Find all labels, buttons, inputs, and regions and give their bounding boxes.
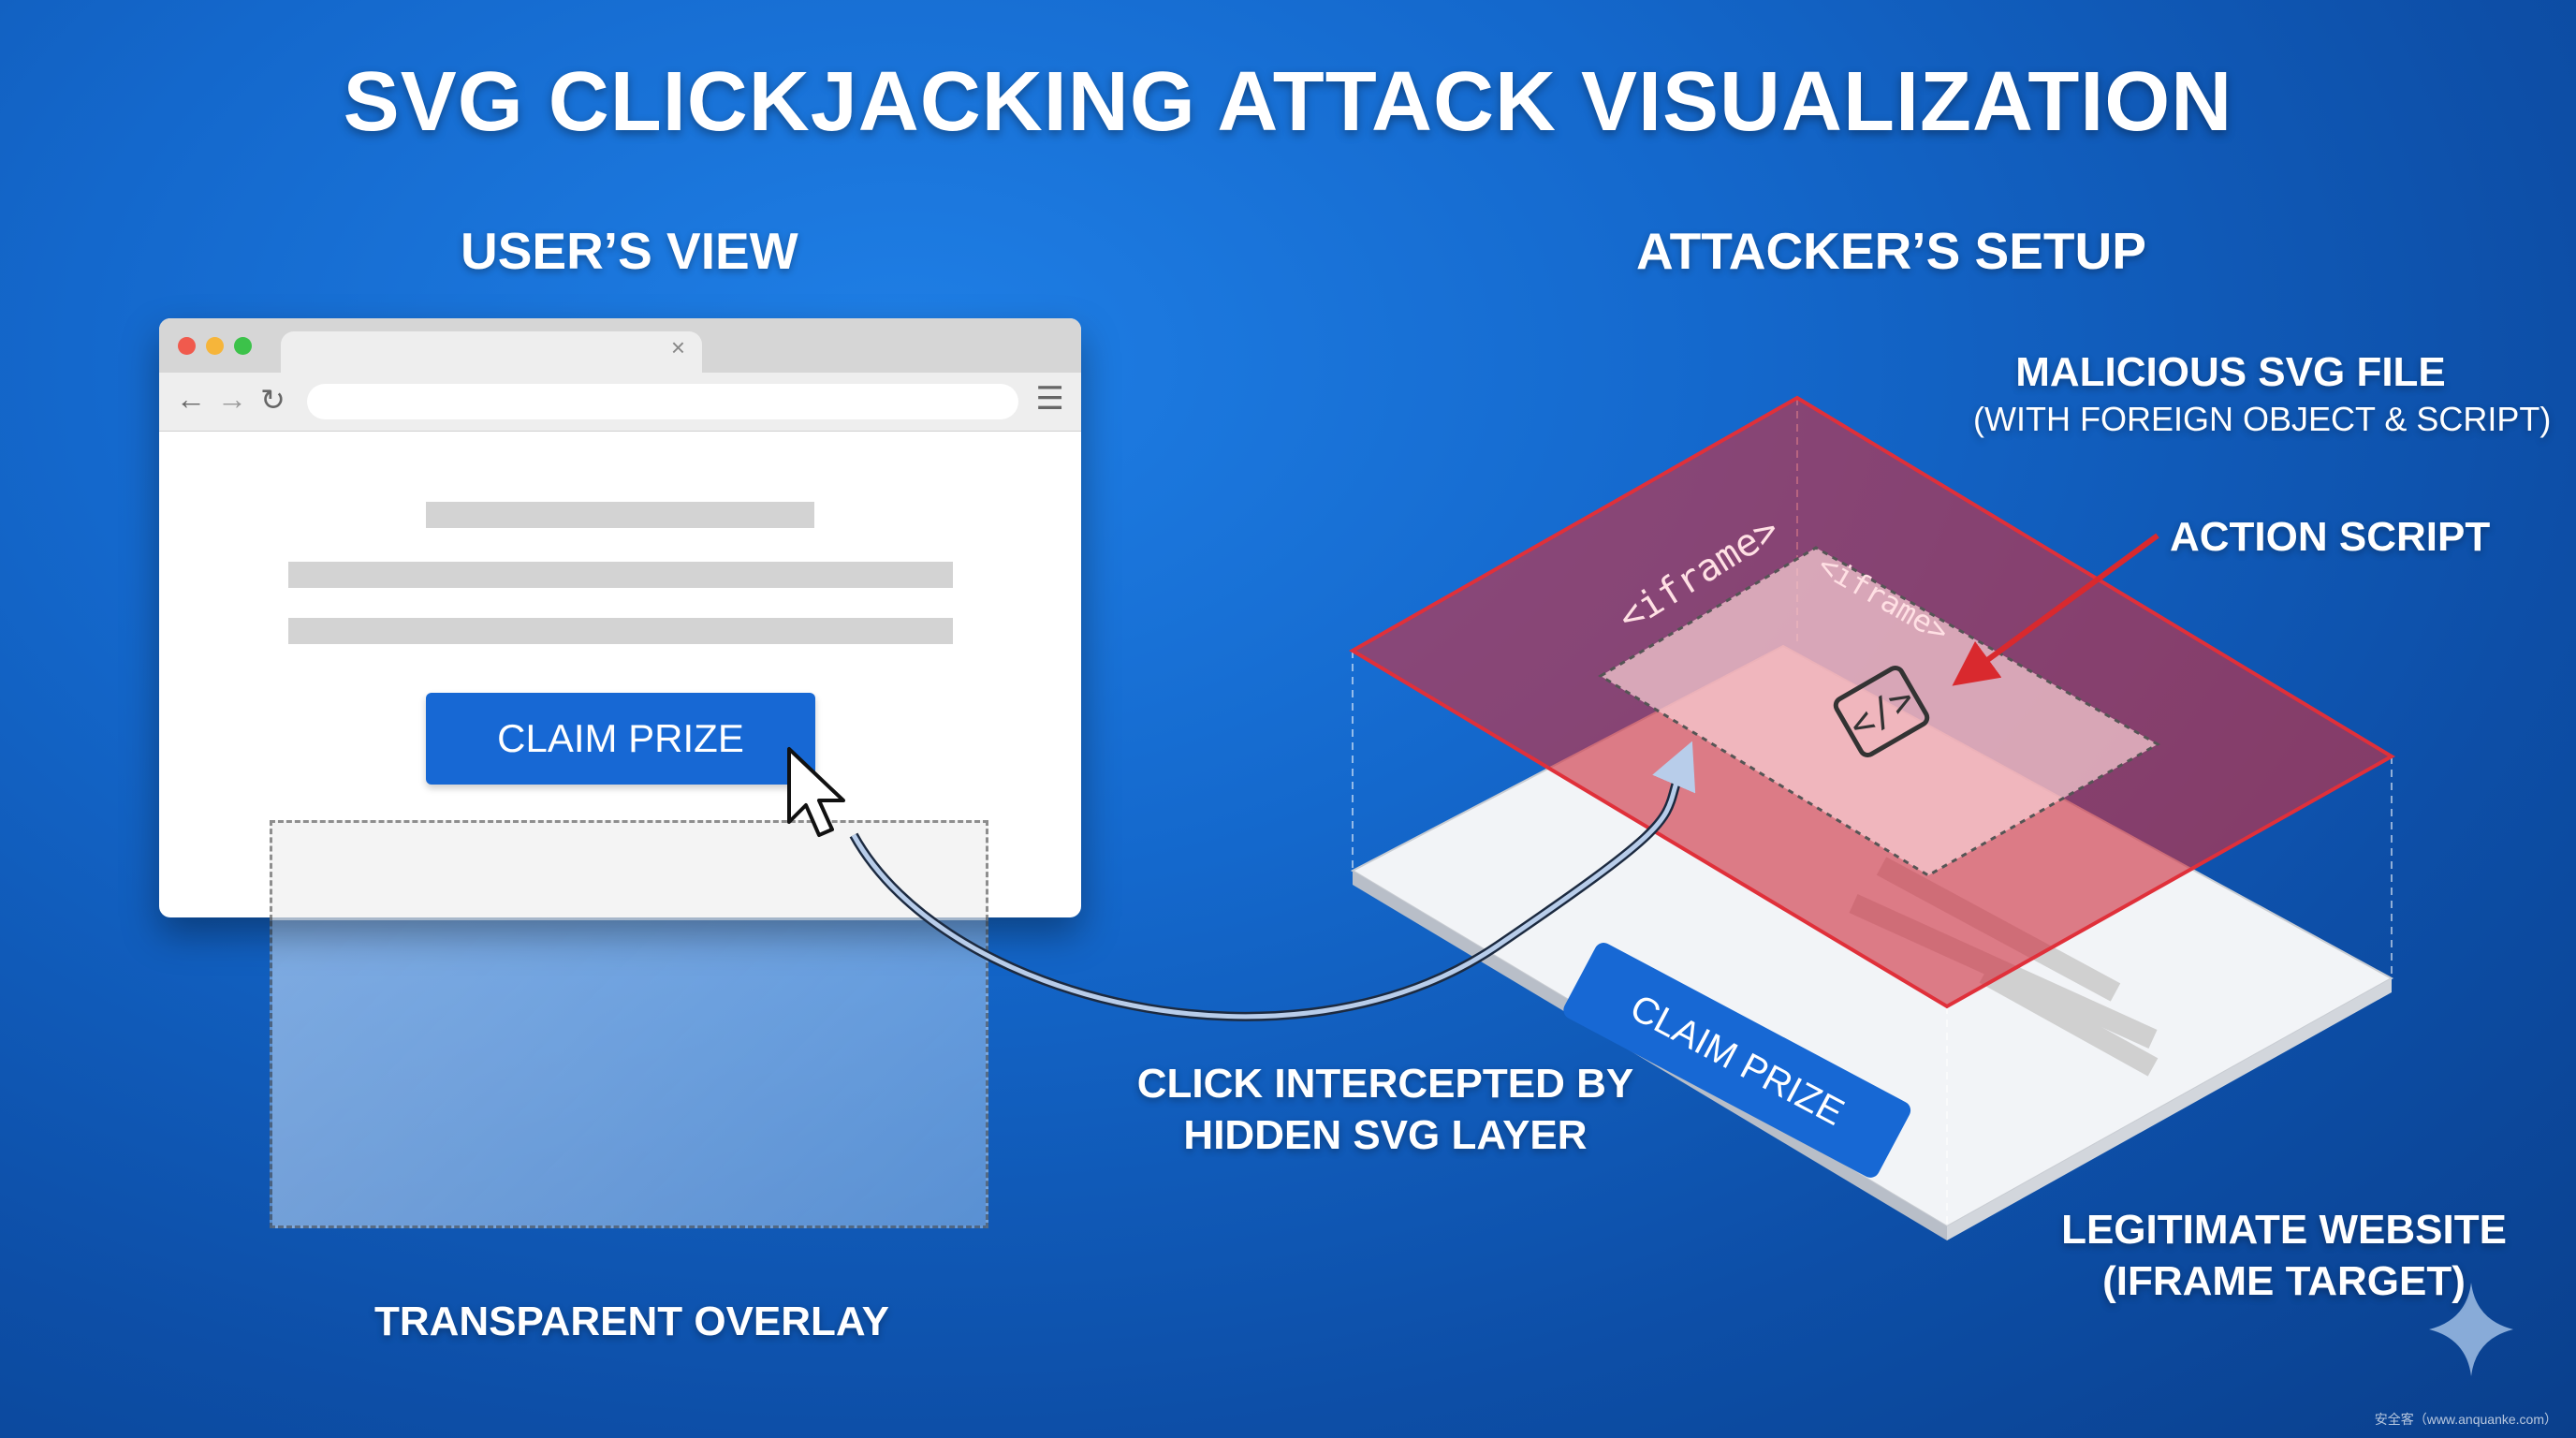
- forward-arrow-icon[interactable]: →: [217, 382, 247, 416]
- attackers-setup-heading: ATTACKER’S SETUP: [1636, 222, 2146, 280]
- page-title: SVG CLICKJACKING ATTACK VISUALIZATION: [343, 55, 2233, 149]
- browser-toolbar: ← → ↻ ☰: [159, 373, 1081, 432]
- action-script-label: ACTION SCRIPT: [2170, 514, 2491, 560]
- malicious-svg-subtitle: (WITH FOREIGN OBJECT & SCRIPT): [1973, 400, 2552, 438]
- content-placeholder-bar: [288, 562, 953, 588]
- browser-tab[interactable]: ×: [281, 331, 702, 373]
- malicious-svg-layer: </> <iframe> <iframe>: [1349, 395, 2395, 1009]
- back-arrow-icon[interactable]: ←: [176, 382, 206, 416]
- legitimate-website-label: LEGITIMATE WEBSITE (IFRAME TARGET): [2041, 1204, 2527, 1307]
- transparent-overlay-label: TRANSPARENT OVERLAY: [373, 1299, 890, 1344]
- menu-icon[interactable]: ☰: [1035, 381, 1064, 417]
- minimize-window-dot[interactable]: [206, 337, 224, 355]
- action-script-arrow: [1952, 533, 2159, 686]
- address-bar[interactable]: [307, 384, 1018, 419]
- legitimate-website-line1: LEGITIMATE WEBSITE: [2061, 1207, 2507, 1253]
- claim-prize-button[interactable]: CLAIM PRIZE: [426, 693, 815, 785]
- malicious-svg-label: MALICIOUS SVG FILE (WITH FOREIGN OBJECT …: [1973, 346, 2552, 440]
- cursor-icon: [787, 747, 845, 837]
- malicious-svg-title: MALICIOUS SVG FILE: [2015, 349, 2446, 395]
- close-window-dot[interactable]: [178, 337, 196, 355]
- content-placeholder-bar: [426, 502, 814, 528]
- click-intercept-arrow: [851, 741, 1696, 1020]
- tab-close-icon[interactable]: ×: [670, 333, 685, 361]
- intercept-label: CLICK INTERCEPTED BY HIDDEN SVG LAYER: [1133, 1058, 1638, 1161]
- watermark: 安全客（www.anquanke.com）: [2374, 1412, 2557, 1427]
- browser-tab-bar: ×: [159, 318, 1081, 373]
- legitimate-website-line2: (IFRAME TARGET): [2102, 1258, 2466, 1304]
- intercept-label-line2: HIDDEN SVG LAYER: [1183, 1112, 1588, 1158]
- browser-window: × ← → ↻ ☰ CLAIM PRIZE: [159, 318, 1081, 917]
- maximize-window-dot[interactable]: [234, 337, 252, 355]
- content-placeholder-bar: [288, 618, 953, 644]
- intercept-label-line1: CLICK INTERCEPTED BY: [1136, 1061, 1634, 1107]
- sparkle-icon: [2429, 1283, 2513, 1376]
- reload-icon[interactable]: ↻: [260, 383, 285, 417]
- users-view-heading: USER’S VIEW: [461, 222, 798, 280]
- transparent-overlay-top: [270, 820, 988, 920]
